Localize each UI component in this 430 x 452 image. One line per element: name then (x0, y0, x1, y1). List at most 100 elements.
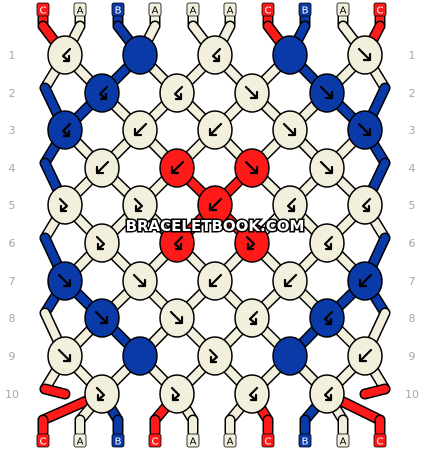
arrow-icon (173, 235, 184, 251)
strand-label-bottom: B (111, 433, 125, 448)
knot[interactable] (272, 261, 308, 301)
knot[interactable] (234, 73, 270, 113)
strand-label-text: C (377, 437, 384, 448)
watermark: BRACELETBOOK.COM (126, 217, 305, 235)
strand-label-bottom: A (223, 433, 237, 448)
strand-label-box (36, 433, 50, 448)
strand-label-bottom: C (373, 433, 387, 448)
strand-label-text: B (115, 6, 122, 17)
knot[interactable] (309, 148, 345, 188)
strand-label-top: A (186, 2, 200, 17)
knot[interactable] (122, 35, 158, 75)
knot[interactable] (122, 261, 158, 301)
knot[interactable] (272, 110, 308, 150)
knot[interactable] (234, 374, 270, 414)
knot[interactable] (272, 185, 308, 225)
strand-label-box (336, 2, 350, 17)
strand-label-box (148, 433, 162, 448)
strand-label-text: A (340, 6, 347, 17)
knot[interactable] (197, 110, 233, 150)
arrow-icon (244, 160, 259, 175)
knot[interactable] (47, 185, 83, 225)
knot[interactable] (159, 374, 195, 414)
knot[interactable] (159, 298, 195, 338)
arrow-icon (286, 197, 297, 213)
knot[interactable] (234, 223, 270, 263)
knot[interactable] (47, 336, 83, 376)
arrow-icon (208, 197, 223, 212)
knot[interactable] (197, 35, 233, 75)
strand-label-text: A (227, 437, 234, 448)
knot[interactable] (197, 336, 233, 376)
knot[interactable] (84, 148, 120, 188)
knot[interactable] (347, 261, 383, 301)
strand-label-bottom: B (298, 433, 312, 448)
strand-label-box (223, 433, 237, 448)
knot[interactable] (197, 261, 233, 301)
knot[interactable] (272, 336, 308, 376)
row-label-right: 5 (409, 199, 416, 212)
knot[interactable] (84, 298, 120, 338)
knot[interactable] (347, 336, 383, 376)
strand-label-box (186, 2, 200, 17)
knot[interactable] (159, 73, 195, 113)
strand-label-box (36, 2, 50, 17)
knot[interactable] (47, 261, 83, 301)
knot[interactable] (347, 185, 383, 225)
strand-label-bottom: C (261, 433, 275, 448)
knot[interactable] (347, 35, 383, 75)
row-label-right: 7 (409, 275, 416, 288)
strand-label-top: A (148, 2, 162, 17)
arrow-icon (61, 122, 72, 138)
knot-body (122, 35, 158, 75)
knot[interactable] (309, 374, 345, 414)
arrow-icon (248, 386, 259, 402)
knot[interactable] (272, 35, 308, 75)
arrow-icon (173, 85, 184, 101)
arrow-icon (208, 348, 219, 364)
knot[interactable] (122, 336, 158, 376)
strand-label-text: A (340, 437, 347, 448)
knot[interactable] (84, 374, 120, 414)
knot[interactable] (309, 223, 345, 263)
knot[interactable] (309, 73, 345, 113)
knot[interactable] (309, 298, 345, 338)
knot[interactable] (47, 110, 83, 150)
arrow-icon (133, 197, 144, 213)
strand-label-top: B (111, 2, 125, 17)
knot[interactable] (159, 223, 195, 263)
strand-label-text: A (77, 6, 84, 17)
arrow-icon (94, 310, 109, 325)
knot[interactable] (122, 185, 158, 225)
strand-fill (361, 385, 389, 398)
knot[interactable] (347, 110, 383, 150)
strand-label-box (298, 433, 312, 448)
knot[interactable] (84, 223, 120, 263)
knot[interactable] (84, 73, 120, 113)
knot[interactable] (197, 185, 233, 225)
arrow-icon (248, 310, 259, 326)
arrow-icon (323, 235, 334, 251)
row-label-right: 3 (409, 124, 416, 137)
row-label-right: 2 (409, 87, 416, 100)
knot[interactable] (234, 148, 270, 188)
strand-label-box (111, 433, 125, 448)
arrow-icon (319, 85, 334, 100)
strand-label-text: A (190, 437, 197, 448)
arrow-icon (61, 47, 72, 63)
knot-layer (47, 35, 383, 414)
strand-label-text: C (152, 437, 159, 448)
knot[interactable] (234, 298, 270, 338)
arrow-icon (98, 85, 109, 101)
arrow-icon (357, 47, 372, 62)
knot[interactable] (159, 148, 195, 188)
strand-label-box (261, 2, 275, 17)
knot[interactable] (122, 110, 158, 150)
strand-label-text: C (265, 437, 272, 448)
strand-label-text: A (190, 6, 197, 17)
row-label-left: 10 (5, 388, 19, 401)
strand-label-top: A (73, 2, 87, 17)
knot[interactable] (47, 35, 83, 75)
strand-label-text: C (40, 437, 47, 448)
